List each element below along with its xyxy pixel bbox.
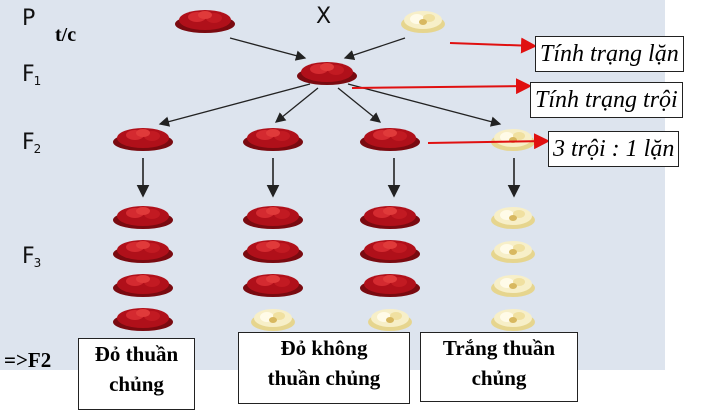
- conclusion-prefix: =>F2: [4, 348, 52, 372]
- cross-symbol: X: [316, 4, 332, 29]
- callout-recessive: Tính trạng lặn: [535, 36, 684, 72]
- flower-red-f3: [360, 274, 420, 297]
- flower-red-f3: [243, 274, 303, 297]
- flower-white-f3: [491, 275, 535, 297]
- flower-white-f3: [491, 241, 535, 263]
- flower-red-f2-2: [243, 128, 303, 151]
- flower-red-f3: [243, 240, 303, 263]
- arrow-f1-to-f2-3: [337, 87, 382, 123]
- callout-arrow-recessive: [449, 37, 537, 54]
- flower-red-f3: [360, 240, 420, 263]
- flower-red-f2-3: [360, 128, 420, 151]
- flower-white-f3: [491, 309, 535, 331]
- label-p: P: [22, 6, 35, 31]
- flower-white-f3: [491, 207, 535, 229]
- label-f1: F1: [22, 62, 41, 88]
- label-f2: F2: [22, 130, 41, 156]
- flower-white-f2-4: [491, 129, 535, 151]
- flower-red-parent: [175, 10, 235, 33]
- flower-red-f3: [360, 206, 420, 229]
- flower-red-f2-1: [113, 128, 173, 151]
- flower-white-f3: [251, 309, 295, 331]
- label-f3: F3: [22, 244, 41, 270]
- callout-arrow-ratio: [427, 133, 550, 150]
- flower-red-f3: [113, 308, 173, 331]
- flower-white-f3: [368, 309, 412, 331]
- flower-red-f3: [113, 274, 173, 297]
- flower-red-f1: [297, 62, 357, 85]
- label-tc: t/c: [55, 24, 77, 46]
- arrow-f1-to-f2-4: [347, 83, 502, 127]
- callout-ratio: 3 trội : 1 lặn: [548, 131, 680, 167]
- callout-dominant: Tính trạng trội: [530, 82, 683, 118]
- flower-white-parent: [401, 11, 445, 33]
- flower-red-f3: [113, 206, 173, 229]
- arrow-p-white-to-f1: [343, 37, 406, 61]
- arrow-f1-to-f2-2: [274, 87, 319, 123]
- arrow-f1-to-f2-1: [158, 83, 311, 127]
- flower-red-f3: [243, 206, 303, 229]
- arrow-p-red-to-f1: [229, 37, 307, 61]
- callout-arrow-dominant: [351, 78, 532, 95]
- flower-red-f3: [113, 240, 173, 263]
